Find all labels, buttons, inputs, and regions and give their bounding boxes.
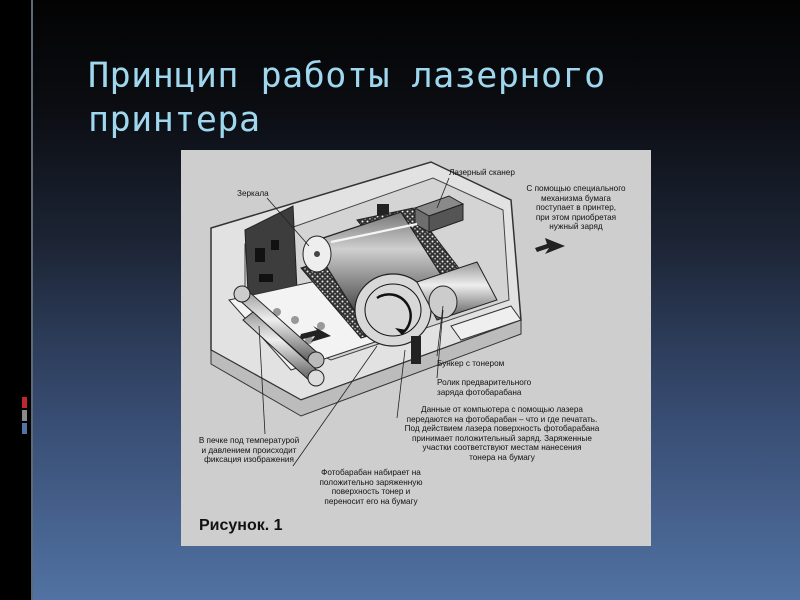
label-photodrum: Фотобарабан набирает на положительно зар… xyxy=(319,468,423,506)
leader-lines xyxy=(258,177,450,467)
fuser-roller-bottom xyxy=(242,311,325,387)
printer-illustration xyxy=(210,161,565,467)
paper-input-arrow xyxy=(535,238,565,254)
charge-roller xyxy=(416,261,498,321)
laser-scanner xyxy=(413,195,465,233)
decor-mark-gray xyxy=(22,410,27,421)
slide-title: Принцип работы лазерного принтера xyxy=(88,56,606,140)
chip xyxy=(377,204,389,216)
label-charge-roller: Ролик предварительного заряда фотобараба… xyxy=(437,378,532,397)
separator-plate xyxy=(411,336,421,364)
figure-caption: Рисунок. 1 xyxy=(199,517,283,534)
label-scanner: Лазерный сканер xyxy=(449,168,515,177)
paper-dot xyxy=(291,316,299,324)
chip xyxy=(259,274,273,282)
chip xyxy=(255,248,265,262)
left-decor-bar xyxy=(0,0,33,600)
paper-direction-arrow xyxy=(299,326,331,342)
label-paper-feed: С помощью специального механизма бумага … xyxy=(526,184,626,232)
chip xyxy=(271,240,279,250)
decor-mark-red xyxy=(22,397,27,408)
housing-base xyxy=(210,319,522,417)
label-laser-data: Данные от компьютера с помощью лазера пе… xyxy=(404,405,600,462)
printer-diagram: Лазерный сканер С помощью специального м… xyxy=(181,150,651,546)
label-mirrors: Зеркала xyxy=(237,189,269,198)
left-decor-line xyxy=(31,0,33,600)
label-toner-bunker: Бункер с тонером xyxy=(437,359,505,368)
decor-mark-blue xyxy=(22,423,27,434)
paper-dot xyxy=(273,308,281,316)
laser-beam xyxy=(330,222,418,244)
paper-dot xyxy=(317,322,325,330)
paper-exit xyxy=(450,305,522,341)
label-oven: В печке под температурой и давлением про… xyxy=(198,436,300,465)
